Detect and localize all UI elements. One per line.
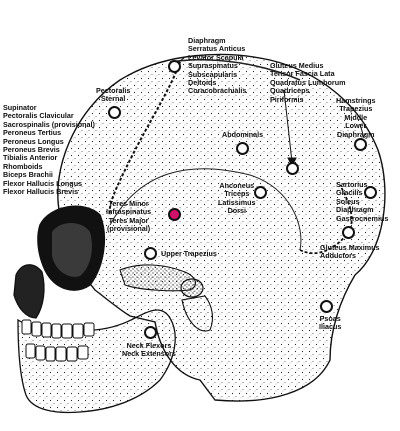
point-gluteus-maximus <box>342 226 355 239</box>
label-psoas-group: Psoas Iliacus <box>319 314 342 332</box>
point-upper-trapezius <box>144 247 157 260</box>
point-psoas <box>320 300 333 313</box>
label-gluteus-group: Gluteus Medius Tensor Fascia Lata Quadra… <box>270 61 346 104</box>
label-sartorius-group: Sartorius Gracilis Soleus Diaphragm Gast… <box>336 180 389 223</box>
point-abdominals <box>236 142 249 155</box>
leader-hamstrings <box>359 123 365 139</box>
point-neck <box>144 326 157 339</box>
temporal-line <box>109 168 302 251</box>
coronal-suture <box>108 61 181 216</box>
upper-teeth <box>21 319 95 339</box>
mastoid-process <box>181 295 214 332</box>
point-sartorius <box>364 186 377 199</box>
nasal-cavity <box>13 264 45 319</box>
lower-teeth <box>25 343 89 362</box>
lambdoid-suture <box>299 184 353 255</box>
point-hamstrings <box>354 138 367 151</box>
label-teres-group: Teres Minor Infraspinatus Teres Major (p… <box>106 199 152 234</box>
sagittal-ridge <box>169 59 301 81</box>
label-abdominals: Abdominals <box>222 130 264 139</box>
point-pectoralis-sternal <box>108 106 121 119</box>
label-anconeus-group: Anconeus Triceps Latissimus Dorsi <box>218 181 256 216</box>
point-teres-highlight <box>168 208 181 221</box>
label-pectoralis-sternal: Pectoralis Sternal <box>96 86 131 104</box>
label-upper-trapezius: Upper Trapezius <box>161 249 217 258</box>
point-gluteus <box>286 162 299 175</box>
point-shoulder <box>168 60 181 73</box>
label-shoulder-group: Diaphragm Serratus Anticus Levator Scapu… <box>188 36 247 96</box>
label-left-group: Supinator Pectoralis Clavicular Sacrospi… <box>3 103 95 197</box>
point-anconeus <box>254 186 267 199</box>
leader-gluteus <box>283 89 293 163</box>
label-gluteus-maximus-group: Gluteus Maximus Adductors <box>320 243 380 261</box>
ear-canal <box>180 278 204 298</box>
label-hamstrings-group: Hamstrings Trapezius Middle Lower Diaphr… <box>336 96 376 139</box>
label-neck-group: Neck Flexors Neck Extensors <box>122 341 176 359</box>
